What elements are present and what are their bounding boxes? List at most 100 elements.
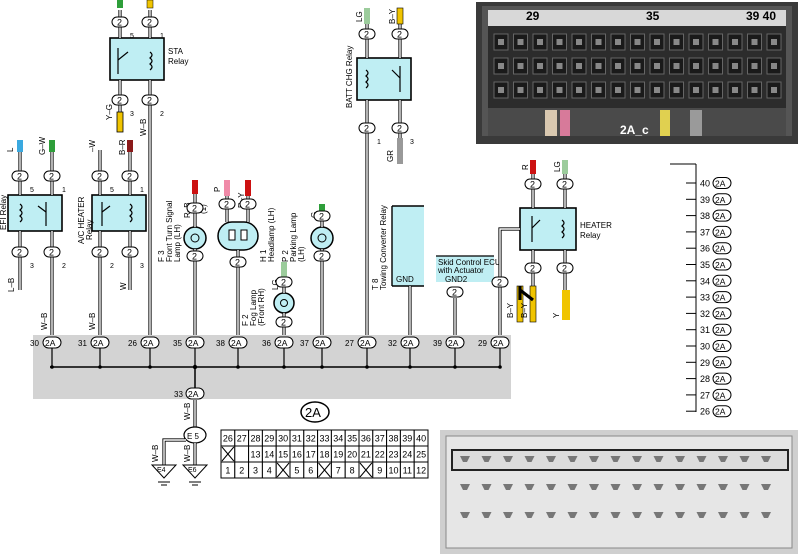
- wire-label-ac-w: –W: [88, 140, 97, 152]
- wire-connector-ac-bot-left: 22: [91, 246, 114, 270]
- pill-label: 2: [224, 200, 229, 210]
- pill-label: 2: [281, 278, 286, 288]
- wire-label-gnd-wb3: W–B: [183, 445, 192, 462]
- wire-connector-sta-bot-left: 23: [111, 94, 134, 118]
- junction-pin-number: 27: [345, 339, 354, 348]
- junction-pin-label: 2A: [188, 389, 199, 399]
- connector-cell: 33: [317, 429, 332, 447]
- pin-list-number: 38: [700, 211, 710, 221]
- ground-tree: E 5 E4 E6 W–B W–B W–B: [150, 400, 209, 486]
- pill-label: 2: [364, 124, 369, 134]
- pin-list-label: 2A: [715, 390, 726, 400]
- pill-label: 2: [117, 96, 122, 106]
- wire-connector-hl-top-right: 2: [239, 198, 257, 210]
- efi-relay: EFI Relay: [0, 194, 63, 232]
- wire-label-top-by: B–Y: [388, 8, 397, 24]
- junction-pin-label: 2A: [277, 338, 288, 348]
- connector-cell: 5: [289, 461, 305, 479]
- wire-connector-batt-top-right: 2: [391, 28, 409, 40]
- junction-pin-label: 2A: [360, 338, 371, 348]
- pin-list-number: 33: [700, 293, 710, 303]
- pin-list-item-31: 31 2A: [686, 323, 732, 336]
- parking-lamp: P 2 Parking Lamp (LH): [281, 212, 334, 262]
- headlamp-label-2: Headlamp (LH): [267, 207, 276, 262]
- junction-pin-27: 2A 27: [345, 336, 377, 369]
- connector-cell-label: 21: [361, 450, 371, 460]
- wire-label-sta-wb: W–B: [139, 119, 148, 136]
- connector-cell: 14: [261, 445, 277, 463]
- ac-heater-relay-label-1: A/C HEATER: [77, 196, 86, 244]
- connector-cell: 2: [234, 461, 250, 479]
- junction-pin-label: 2A: [315, 338, 326, 348]
- sta-relay: STA Relay: [109, 37, 188, 81]
- connector-cell-label: 38: [388, 434, 398, 444]
- connector-cell-label: 39: [402, 434, 412, 444]
- pin-list-label: 2A: [715, 325, 726, 335]
- pin-list-number: 26: [700, 407, 710, 417]
- connector-cell-label: 8: [350, 466, 355, 476]
- connector-cell-label: 37: [375, 434, 385, 444]
- connector-table-title: 2A: [305, 405, 321, 420]
- pill-label: 2: [97, 172, 102, 182]
- wire-connector-sta-top-left: 25: [111, 16, 134, 40]
- pill-label: 2: [319, 212, 324, 222]
- pin-number: 2: [62, 263, 66, 270]
- parking-label-3: (LH): [297, 246, 306, 262]
- wire-label-hl-p: P: [213, 187, 222, 192]
- headlamp-label-1: H 1: [259, 249, 268, 262]
- pin-list-number: 31: [700, 325, 710, 335]
- connector-cell-label: 33: [319, 434, 329, 444]
- connector-cell-label: 9: [377, 466, 382, 476]
- connector-cell: 9: [372, 461, 388, 479]
- connector-cell-label: 40: [416, 434, 426, 444]
- wire-connector-ac-bot-right: 23: [121, 246, 144, 270]
- connector-cell-label: 2: [239, 466, 244, 476]
- wire-label-ac-br: B–R: [118, 139, 127, 155]
- wire-connector-skid-pin: 2: [446, 286, 464, 298]
- pill-label: 2: [97, 248, 102, 258]
- pill-label: 2: [192, 204, 197, 214]
- connector-cell-label: 6: [308, 466, 313, 476]
- towing-converter-relay: T 8 Towing Converter Relay GND: [371, 205, 424, 290]
- junction-pin-label: 2A: [403, 338, 414, 348]
- photo-caption: 2A_c: [620, 123, 649, 137]
- connector-cell-label: 7: [336, 466, 341, 476]
- pin-list-label: 2A: [715, 276, 726, 286]
- wire-connector-hl-bot: 2: [229, 256, 247, 268]
- connector-cell: 11: [399, 461, 415, 479]
- pill-label: 2: [530, 264, 535, 274]
- pin-list-label: 2A: [715, 309, 726, 319]
- pin-list-label: 2A: [715, 293, 726, 303]
- batt-chg-relay: BATT CHG Relay: [345, 46, 412, 108]
- pill-label: 2: [235, 258, 240, 268]
- wire-connector-batt-top-left: 2: [358, 28, 376, 40]
- connector-cell-label: 35: [347, 434, 357, 444]
- wire-label-ac-w2: W: [119, 282, 128, 290]
- connector-cell-label: 25: [416, 450, 426, 460]
- pill-label: 2: [127, 172, 132, 182]
- ground-point-e4: E4: [157, 467, 166, 474]
- junction-pin-label: 2A: [188, 338, 199, 348]
- towing-gnd-label: GND: [396, 275, 414, 284]
- pill-label: 2: [530, 180, 535, 190]
- pin-list-number: 37: [700, 227, 710, 237]
- pill-label: 2: [397, 124, 402, 134]
- connector-cell: [220, 445, 236, 463]
- wire-label-fog-lg: LG: [271, 279, 280, 290]
- junction-pin-label: 2A: [493, 338, 504, 348]
- connector-cell-label: 27: [237, 434, 247, 444]
- connector-cell: 34: [330, 429, 346, 447]
- photo-label-29: 29: [526, 9, 540, 23]
- pin-list-number: 36: [700, 244, 710, 254]
- pill-label: 2: [192, 252, 197, 262]
- pin-number: 2: [160, 111, 164, 118]
- pill-label: 2: [127, 248, 132, 258]
